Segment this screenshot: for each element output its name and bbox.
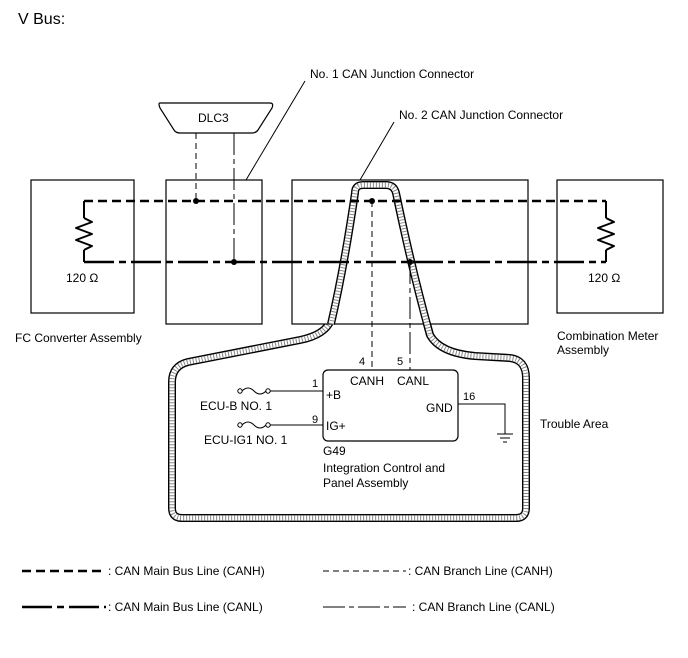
diagram-title: V Bus: bbox=[18, 11, 65, 28]
pin-number-gnd: 16 bbox=[463, 391, 475, 403]
junction-connector-2-label: No. 2 CAN Junction Connector bbox=[399, 108, 563, 122]
pin-label-canh: CANH bbox=[350, 374, 384, 388]
fuse-ecu-ig1-label: ECU-IG1 NO. 1 bbox=[204, 433, 288, 447]
dlc3-label: DLC3 bbox=[198, 111, 229, 125]
leader-junction-2 bbox=[359, 121, 395, 181]
integration-label-line2: Panel Assembly bbox=[323, 476, 408, 490]
pin-label-gnd: GND bbox=[426, 401, 453, 415]
wire-gnd bbox=[458, 403, 506, 434]
junction-connector-1-box bbox=[165, 179, 263, 325]
pin-number-canh: 4 bbox=[359, 356, 365, 368]
trouble-area-inner-section bbox=[327, 181, 434, 337]
fuse-ecu-b-label: ECU-B NO. 1 bbox=[200, 399, 272, 413]
combination-meter-label-line1: Combination Meter bbox=[557, 329, 658, 343]
legend-branch-canl: : CAN Branch Line (CANL) bbox=[412, 600, 555, 614]
fuse-ecu-ig1-icon bbox=[237, 421, 271, 429]
trouble-area-label: Trouble Area bbox=[540, 417, 609, 431]
terminating-resistor-right bbox=[597, 201, 615, 262]
legend-branch-canh: : CAN Branch Line (CANH) bbox=[408, 564, 553, 578]
resistor-left-label: 120 Ω bbox=[66, 271, 98, 285]
combination-meter-box bbox=[556, 179, 664, 314]
junction-dot-dlc3-canl bbox=[231, 259, 237, 265]
legend-main-canh: : CAN Main Bus Line (CANH) bbox=[108, 564, 265, 578]
combination-meter-label-line2: Assembly bbox=[557, 343, 609, 357]
legend: : CAN Main Bus Line (CANH) : CAN Main Bu… bbox=[22, 564, 555, 614]
junction-connector-1-label: No. 1 CAN Junction Connector bbox=[310, 67, 474, 81]
leader-junction-1 bbox=[245, 80, 306, 181]
dlc3-connector bbox=[158, 102, 274, 134]
ground-icon bbox=[497, 433, 513, 443]
pin-number-ig: 9 bbox=[312, 414, 318, 426]
integration-label-line1: Integration Control and bbox=[323, 461, 445, 475]
fc-converter-label: FC Converter Assembly bbox=[15, 331, 142, 345]
terminating-resistor-left bbox=[75, 201, 93, 262]
integration-control-box bbox=[322, 369, 459, 442]
junction-dot-dlc3-canh bbox=[193, 198, 199, 204]
pin-label-canl: CANL bbox=[397, 374, 429, 388]
legend-main-canl: : CAN Main Bus Line (CANL) bbox=[108, 600, 263, 614]
fuse-ecu-b-icon bbox=[237, 387, 271, 395]
integration-code-label: G49 bbox=[323, 444, 346, 458]
resistor-right-label: 120 Ω bbox=[588, 271, 620, 285]
pin-number-b: 1 bbox=[312, 378, 318, 390]
pin-label-b: +B bbox=[326, 388, 341, 402]
pin-label-ig: IG+ bbox=[326, 419, 346, 433]
pin-number-canl: 5 bbox=[397, 356, 403, 368]
